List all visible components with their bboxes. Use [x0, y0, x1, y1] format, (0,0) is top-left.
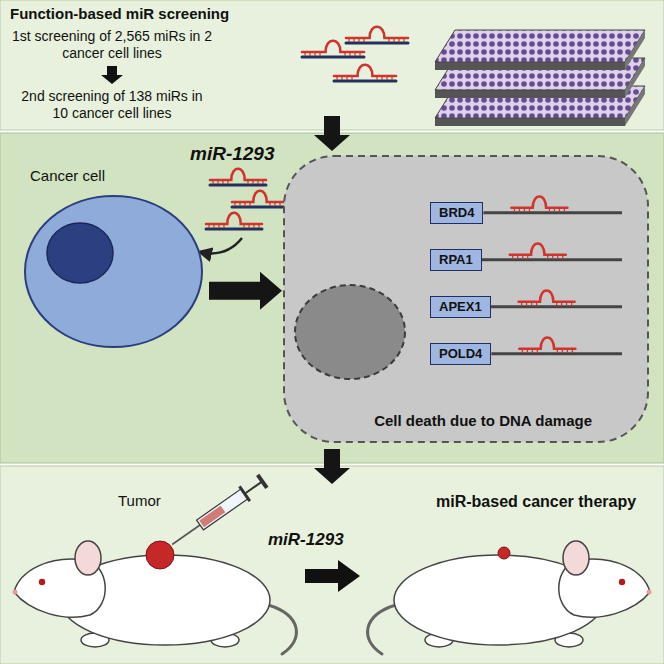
gene-label: BRD4	[439, 205, 474, 221]
screening-panel: Function-based miR screening 1st screenin…	[0, 0, 664, 130]
gene-box: APEX1	[430, 296, 491, 318]
mechanism-panel: miR-1293Cancer cellCell death due to DNA…	[0, 133, 664, 463]
panel-heading: Function-based miR screening	[10, 5, 229, 23]
gene-label: POLD4	[439, 346, 482, 362]
step-text: 2nd screening of 138 miRs in 10 cancer c…	[12, 88, 212, 122]
cell-label: Cancer cell	[30, 167, 105, 185]
tumor-label: Tumor	[118, 492, 161, 510]
gene-label: RPA1	[439, 252, 473, 268]
gene-box: POLD4	[430, 343, 491, 365]
gene-box: RPA1	[430, 249, 482, 271]
flow-arrow	[314, 449, 350, 484]
syringe	[167, 473, 269, 552]
band-ground	[0, 466, 664, 664]
treated-mouse	[13, 541, 297, 654]
cured-mouse	[368, 541, 652, 654]
gene-label: APEX1	[439, 299, 482, 315]
mrna-targets	[482, 197, 622, 354]
mirna-name: miR-1293	[268, 530, 344, 550]
outcome-text: miR-based cancer therapy	[436, 492, 636, 511]
delivery-arrow	[200, 238, 242, 253]
flow-arrow	[209, 272, 282, 310]
therapy-panel: Tumor miR-1293 miR-based cancer therapy	[0, 466, 664, 664]
tumor-mass	[146, 541, 174, 569]
mirna-name: miR-1293	[190, 143, 275, 166]
outcome-text: Cell death due to DNA damage	[374, 412, 592, 430]
step-text: 1st screening of 2,565 miRs in 2 cancer …	[12, 28, 212, 62]
gene-box: BRD4	[430, 202, 483, 224]
cell-outline	[22, 165, 205, 350]
band-ground	[0, 133, 664, 463]
step-arrow	[101, 66, 123, 84]
band-ground	[0, 0, 664, 130]
well-plates	[435, 30, 645, 126]
tumor-mass	[498, 547, 510, 559]
cancer-cell: Cancer cell	[22, 165, 205, 350]
dying-cell: Cell death due to DNA damage BRD4RPA1APEX…	[280, 152, 652, 446]
flow-arrow	[314, 116, 350, 151]
treatment-arrow	[305, 560, 360, 592]
